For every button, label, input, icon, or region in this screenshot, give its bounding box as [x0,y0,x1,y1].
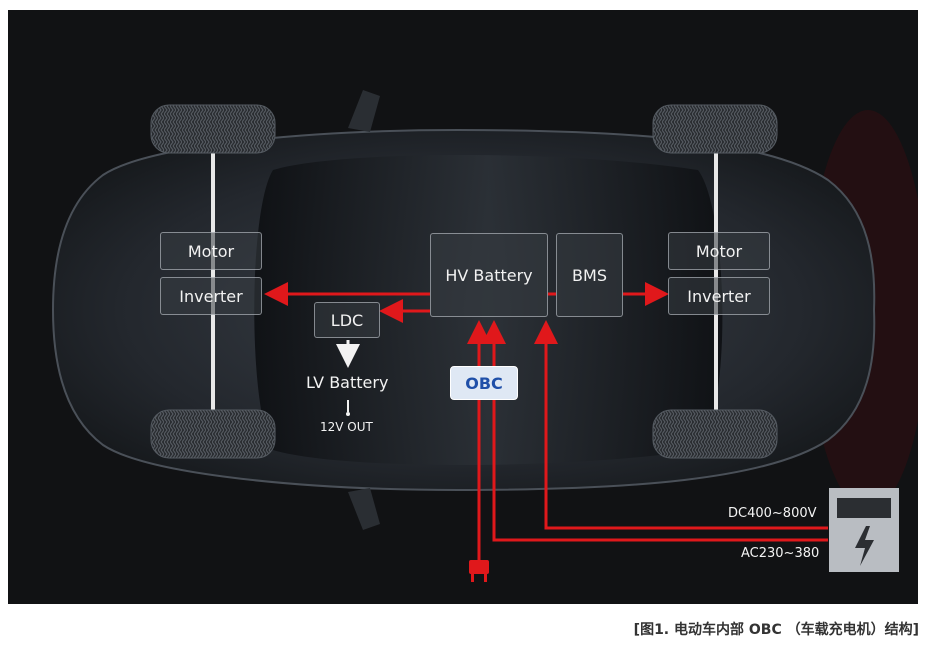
dc-charger-icon [829,488,899,572]
dc-input-line [534,320,828,530]
hv-battery-label: HV Battery [445,265,533,285]
front-motor-label: Motor [187,241,235,261]
bms-label: BMS [572,265,607,285]
front-inverter-box: Inverter [160,277,262,315]
obc-label: OBC [450,366,518,400]
ldc-label: LDC [330,310,364,330]
rear-motor-box: Motor [668,232,770,270]
lightning-icon [855,526,874,566]
front-motor-box: Motor [160,232,262,270]
ldc-box: LDC [314,302,380,338]
figure-caption: [图1. 电动车内部 OBC （车载充电机）结构] [633,622,919,638]
lv-output-label: 12V OUT [320,420,373,434]
rear-inverter-label: Inverter [687,286,751,306]
rear-motor-label: Motor [695,241,743,261]
hv-battery-box: HV Battery [430,233,548,317]
rear-inverter-box: Inverter [668,277,770,315]
ac-plug-icon [469,560,489,582]
bms-box: BMS [556,233,623,317]
ev-obc-diagram: Motor Inverter LDC LV Battery 12V OUT HV… [8,10,918,604]
front-inverter-label: Inverter [179,286,243,306]
dc-input-label: DC400~800V [728,506,817,521]
tires [150,104,778,459]
ac-input-label: AC230~380 [741,546,820,561]
lv-battery-label: LV Battery [306,373,389,392]
